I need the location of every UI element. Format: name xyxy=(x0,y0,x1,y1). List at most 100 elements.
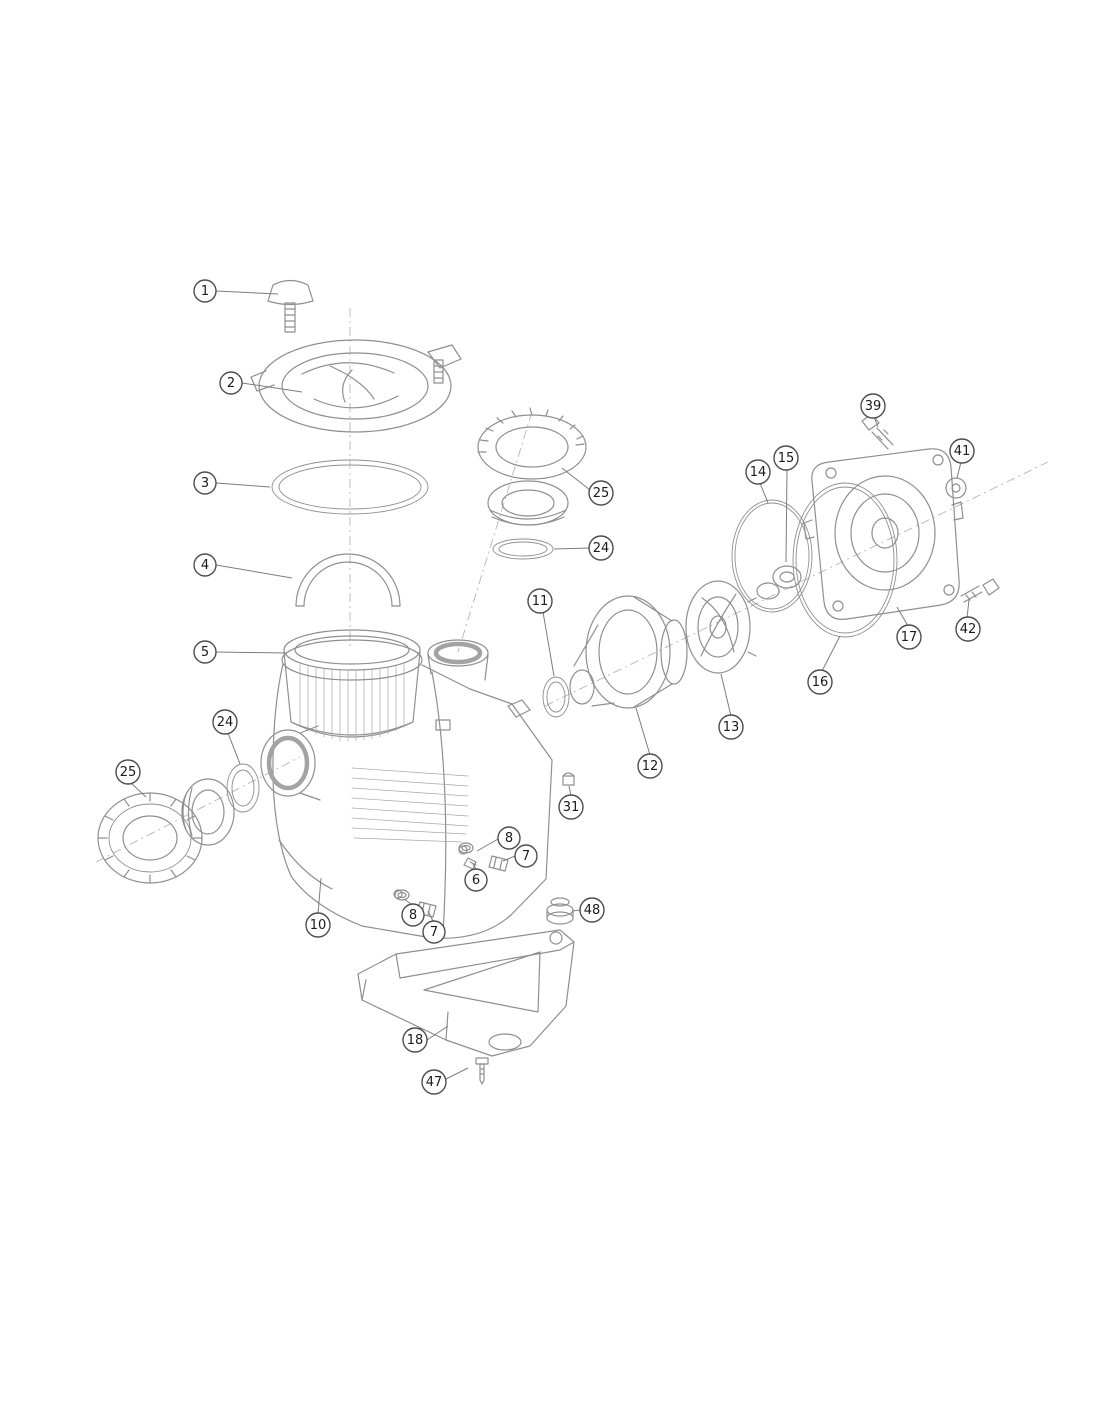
callout-label: 6 xyxy=(472,873,480,888)
part-union-adapter-top xyxy=(487,480,569,526)
part-diffuser xyxy=(569,595,688,709)
callout-circle xyxy=(212,709,238,735)
part-bolt-39 xyxy=(861,413,894,450)
callout-circle xyxy=(579,897,605,923)
callout-part-48: 48 xyxy=(579,897,605,923)
part-bolt-42 xyxy=(960,578,1000,603)
callout-circle xyxy=(588,480,614,506)
callout-circle xyxy=(193,471,217,495)
callout-circle xyxy=(955,616,981,642)
part-lid-oring xyxy=(271,459,429,515)
part-base-screw-47 xyxy=(475,1057,489,1085)
part-rubber-foot-48 xyxy=(546,897,574,925)
callout-label: 47 xyxy=(426,1075,443,1090)
callout-label: 7 xyxy=(430,925,438,940)
callout-part-25-top: 25 xyxy=(588,480,614,506)
part-drain-plug-31 xyxy=(562,772,575,786)
part-seal-plate-oring xyxy=(731,499,813,613)
callout-part-11: 11 xyxy=(527,588,553,614)
callout-label: 39 xyxy=(865,399,882,414)
leader-lines xyxy=(130,290,970,1081)
callout-label: 48 xyxy=(584,903,601,918)
callout-label: 2 xyxy=(227,376,235,391)
callout-part-15: 15 xyxy=(773,445,799,471)
axis-lines xyxy=(95,308,1049,863)
callout-part-16: 16 xyxy=(807,669,833,695)
callout-circle xyxy=(115,759,141,785)
callout-label: 10 xyxy=(310,918,327,933)
callouts: 1 2 3 4 5 25 24 11 xyxy=(115,279,981,1095)
callout-label: 12 xyxy=(642,759,659,774)
callout-circle xyxy=(219,371,243,395)
callout-circle xyxy=(514,844,538,868)
callout-label: 18 xyxy=(407,1033,424,1048)
callout-circle xyxy=(193,640,217,664)
part-pump-housing xyxy=(260,639,553,939)
callout-label: 24 xyxy=(217,715,234,730)
part-mechanical-seal xyxy=(756,565,802,600)
callout-circle xyxy=(305,912,331,938)
callout-part-6: 6 xyxy=(464,868,488,892)
callout-circle xyxy=(807,669,833,695)
callout-label: 5 xyxy=(201,645,209,660)
callout-label: 8 xyxy=(505,831,513,846)
callout-part-3: 3 xyxy=(193,471,217,495)
part-union-nut-left xyxy=(97,792,203,884)
callout-circle xyxy=(773,445,799,471)
part-strainer-lid xyxy=(250,339,462,433)
callout-part-7-upper: 7 xyxy=(514,844,538,868)
callout-circle xyxy=(745,459,771,485)
callout-label: 31 xyxy=(563,800,580,815)
callout-part-18: 18 xyxy=(402,1027,428,1053)
callout-circle xyxy=(588,535,614,561)
part-impeller xyxy=(685,580,757,674)
callout-label: 3 xyxy=(201,476,209,491)
callout-label: 11 xyxy=(532,594,549,609)
callout-circle xyxy=(193,279,217,303)
callout-part-42: 42 xyxy=(955,616,981,642)
part-lid-knob xyxy=(267,279,314,333)
part-strainer-basket xyxy=(283,629,421,742)
callout-label: 15 xyxy=(778,451,795,466)
callout-part-1: 1 xyxy=(193,279,217,303)
callout-circle xyxy=(860,393,886,419)
callout-label: 41 xyxy=(954,444,971,459)
callout-label: 42 xyxy=(960,622,977,637)
callout-part-39: 39 xyxy=(860,393,886,419)
callout-circle xyxy=(193,553,217,577)
part-basket-handle xyxy=(295,553,401,607)
part-union-oring-top xyxy=(492,538,554,560)
callout-part-31: 31 xyxy=(558,794,584,820)
callout-circle xyxy=(464,868,488,892)
callout-circle xyxy=(718,714,744,740)
callout-part-47: 47 xyxy=(421,1069,447,1095)
callout-circle xyxy=(558,794,584,820)
callout-label: 16 xyxy=(812,675,829,690)
part-washer-41 xyxy=(945,477,967,499)
callout-label: 13 xyxy=(723,720,740,735)
callout-circle xyxy=(401,903,425,927)
callout-circle xyxy=(421,1069,447,1095)
part-motor-flange xyxy=(803,448,964,620)
callout-part-8-lower: 8 xyxy=(401,903,425,927)
callout-part-7-lower: 7 xyxy=(422,920,446,944)
callout-part-12: 12 xyxy=(637,753,663,779)
callout-label: 17 xyxy=(901,630,918,645)
callout-circle xyxy=(402,1027,428,1053)
part-union-nut-top xyxy=(477,407,587,480)
callout-label: 14 xyxy=(750,465,767,480)
part-plug-set-upper xyxy=(458,842,509,872)
callout-part-17: 17 xyxy=(896,624,922,650)
callout-part-41: 41 xyxy=(949,438,975,464)
callout-part-2: 2 xyxy=(219,371,243,395)
callout-circle xyxy=(422,920,446,944)
callout-circle xyxy=(497,826,521,850)
callout-part-8-upper: 8 xyxy=(497,826,521,850)
callout-label: 4 xyxy=(201,558,209,573)
callout-part-25-left: 25 xyxy=(115,759,141,785)
part-union-adapter-left xyxy=(181,778,235,846)
callout-label: 25 xyxy=(593,486,610,501)
callout-label: 24 xyxy=(593,541,610,556)
part-diffuser-oring xyxy=(542,676,570,718)
